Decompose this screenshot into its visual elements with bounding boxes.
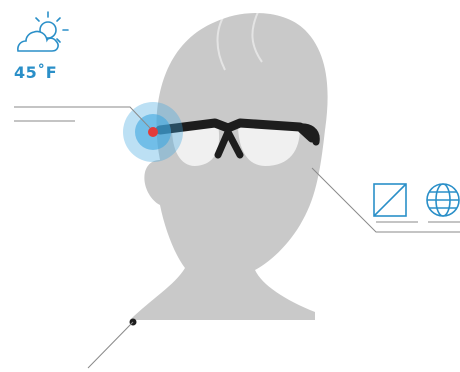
head-silhouette [130,13,328,320]
diagonal-square-icon [374,184,406,216]
callout-line-neck [88,322,133,368]
partly-cloudy-icon [18,12,68,51]
camera-dot [148,127,158,137]
globe-icon [427,184,459,216]
temperature-label: 45˚F [14,63,57,82]
